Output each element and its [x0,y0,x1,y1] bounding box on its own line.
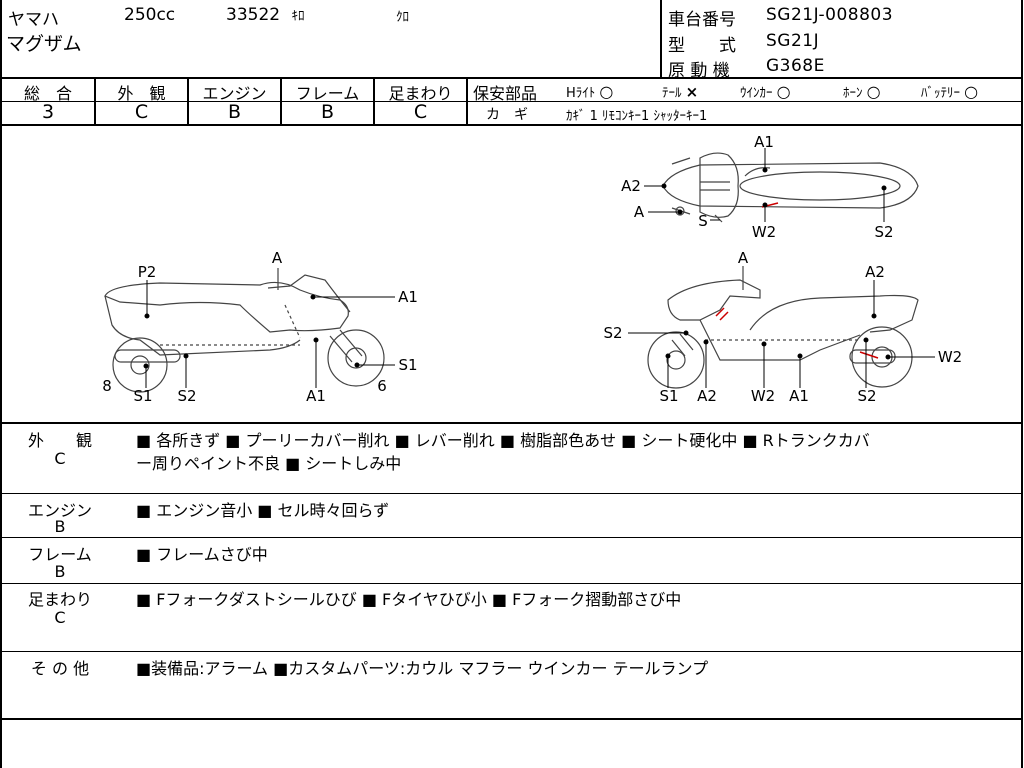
remark-text-exterior-2: ー周りペイント不良 ■ シートしみ中 [136,454,402,473]
safety-item-battery: ﾊﾞｯﾃﾘｰ ○ [921,82,979,101]
remark-label-other: そ の 他 [30,659,90,678]
engine-label: 原 動 機 [668,61,730,81]
label-left-a1-b: A1 [306,387,326,405]
engine-value: G368E [766,56,825,76]
grade-header-frame: フレーム [295,84,360,103]
grade-header-engine: エンジン [202,84,267,103]
model-name: マグザム [6,33,82,55]
remark-label-exterior: 外 観 [27,431,92,450]
label-right-a2-b: A2 [697,387,717,405]
safety-item-headlight: Hﾗｲﾄ ○ [566,82,614,101]
label-top-a2: A2 [621,177,641,195]
label-left-p2: P2 [138,263,157,281]
label-right-s2-l: S2 [603,324,622,342]
label-right-s2: S2 [857,387,876,405]
label-top-a: A [634,203,645,221]
label-right-w2-r: W2 [938,348,962,366]
grade-header-exterior: 外 観 [117,84,166,103]
keys-value: ｶｷﾞ 1 ﾘﾓｺﾝｷｰ1 ｼｬｯﾀｰｷｰ1 [566,109,708,124]
grade-exterior: C [134,101,149,123]
scooter-right-side [647,266,919,389]
frame-no: SG21J-008803 [766,5,894,25]
safety-item-tail: ﾃｰﾙ × [662,83,699,101]
grade-suspension: C [413,101,428,123]
safety-item-horn: ﾎｰﾝ ○ [843,82,881,101]
color: ｸﾛ [396,10,409,25]
remark-text-suspension: ■ Fフォークダストシールひび ■ Fタイヤひび小 ■ Fフォーク摺動部さび中 [136,590,682,609]
label-left-s2: S2 [177,387,196,405]
scooter-left-side [104,268,385,393]
frame-no-label: 車台番号 [668,10,736,30]
maker: ヤマハ [8,10,59,30]
keys-label: カ ギ [486,107,528,123]
displacement: 250cc [124,5,176,25]
remark-label-suspension: 足まわり [27,590,92,609]
scooter-top-view [662,152,919,223]
remark-text-other: ■装備品:アラーム ■カスタムパーツ:カウル マフラー ウインカー テールランプ [136,659,709,678]
label-left-a: A [272,249,283,267]
label-right-s1: S1 [659,387,678,405]
mileage-value: 33522 [226,5,281,25]
grade-header-suspension: 足まわり [388,84,453,103]
label-left-s1: S1 [133,387,152,405]
label-left-6: 6 [377,377,387,395]
label-left-s1-r: S1 [398,356,417,374]
remark-grade-frame: B [54,562,66,581]
mileage: 33522 ｷﾛ [226,5,305,25]
label-right-a: A [738,249,749,267]
label-top-a1: A1 [754,133,774,151]
grade-engine: B [227,101,242,123]
remark-grade-suspension: C [54,608,66,627]
grade-frame: B [320,101,335,123]
remark-text-exterior-1: ■ 各所きず ■ プーリーカバー削れ ■ レバー削れ ■ 樹脂部色あせ ■ シー… [136,431,870,450]
remark-label-frame: フレーム [28,545,92,564]
grade-overall: 3 [41,101,55,123]
label-top-w2: W2 [752,223,776,241]
label-right-w2: W2 [751,387,775,405]
remark-text-engine: ■ エンジン音小 ■ セル時々回らず [136,501,390,520]
safety-item-winker: ｳｲﾝｶｰ ○ [740,82,791,101]
remark-grade-engine: B [54,517,66,536]
label-right-a2: A2 [865,263,885,281]
mileage-unit: ｷﾛ [291,9,305,24]
label-left-a1: A1 [398,288,418,306]
type-label: 型 式 [668,36,736,56]
remark-grade-exterior: C [54,449,66,468]
type-value: SG21J [766,31,820,51]
remark-label-engine: エンジン [27,501,92,520]
label-left-8: 8 [102,377,112,395]
label-right-a1: A1 [789,387,809,405]
remark-text-frame: ■ フレームさび中 [136,545,268,564]
safety-label: 保安部品 [473,84,538,103]
grade-header-overall: 総 合 [23,84,72,103]
label-top-s: S [698,212,708,230]
damage-diagram: A1 A2 A S W2 S2 A P2 A1 S1 8 6 S1 S2 A1 … [102,133,962,405]
label-top-s2: S2 [874,223,893,241]
